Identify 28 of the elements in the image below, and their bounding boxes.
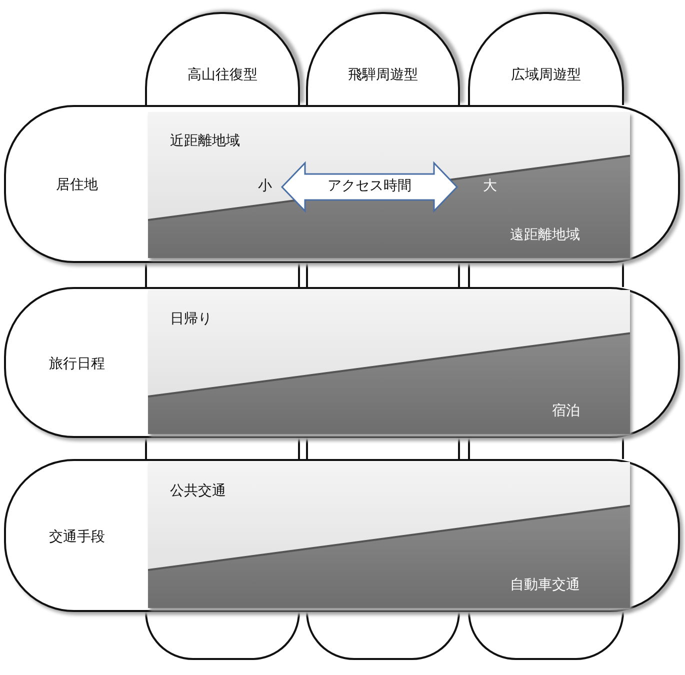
row-label: 交通手段 (48, 528, 106, 546)
column-label: 広域周遊型 (510, 66, 582, 84)
gradient-band (148, 290, 630, 434)
row-header-box (4, 287, 680, 438)
band-label: 公共交通 (170, 482, 226, 500)
band-label: 近距離地域 (170, 132, 240, 150)
row-header-box (4, 459, 680, 612)
double-arrow (281, 162, 458, 212)
column-segment (145, 438, 300, 459)
column-segment (306, 438, 460, 459)
band-label: 遠距離地域 (510, 226, 580, 244)
row-label: 旅行日程 (48, 354, 106, 372)
arrow-label: アクセス時間 (326, 177, 412, 195)
column-segment (306, 263, 460, 287)
scale-label: 小 (258, 177, 272, 195)
column-label: 飛騨周遊型 (347, 66, 419, 84)
gradient-band (148, 112, 630, 258)
row-header-box (4, 105, 680, 263)
band-label: 日帰り (170, 310, 212, 328)
column-label: 高山往復型 (186, 66, 258, 84)
gradient-band (148, 462, 630, 608)
band-label: 宿泊 (552, 402, 580, 420)
column-segment (468, 438, 624, 459)
row-label: 居住地 (55, 176, 99, 194)
column-segment (468, 263, 624, 287)
band-label: 自動車交通 (510, 576, 580, 594)
column-segment (145, 263, 300, 287)
scale-label: 大 (483, 177, 497, 195)
